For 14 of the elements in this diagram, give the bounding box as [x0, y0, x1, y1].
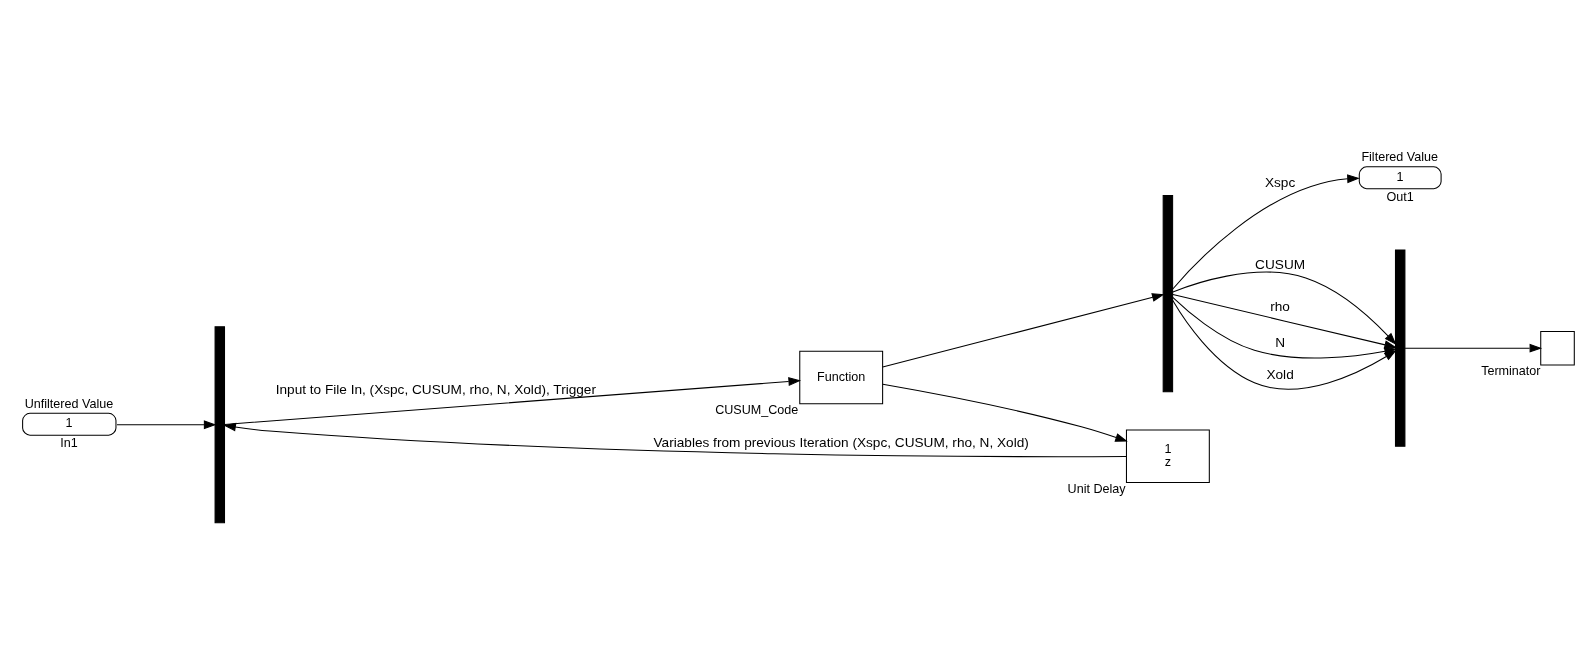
node-label: CUSUM_Code	[714, 402, 798, 417]
node-label: Terminator	[1480, 364, 1541, 379]
node-label: Filtered Value	[1360, 150, 1438, 165]
node-label: In1	[59, 436, 78, 451]
node-label: Unfiltered Value	[24, 396, 113, 411]
edge-label: Variables from previous Iteration (Xspc, CUSUM, rho, N, Xold)	[653, 435, 1029, 451]
edge-label: Xold	[1265, 367, 1294, 383]
edge-label: N	[1274, 334, 1285, 350]
node-label: Unit Delay	[1067, 481, 1126, 496]
edge-label: CUSUM	[1254, 256, 1305, 272]
edge-label: Input to File In, (Xspc, CUSUM, rho, N, Xold), Trigger	[275, 381, 596, 397]
node-label: Out1	[1386, 189, 1414, 204]
edge-label: Xspc	[1264, 175, 1295, 191]
edge-label: rho	[1269, 298, 1290, 314]
